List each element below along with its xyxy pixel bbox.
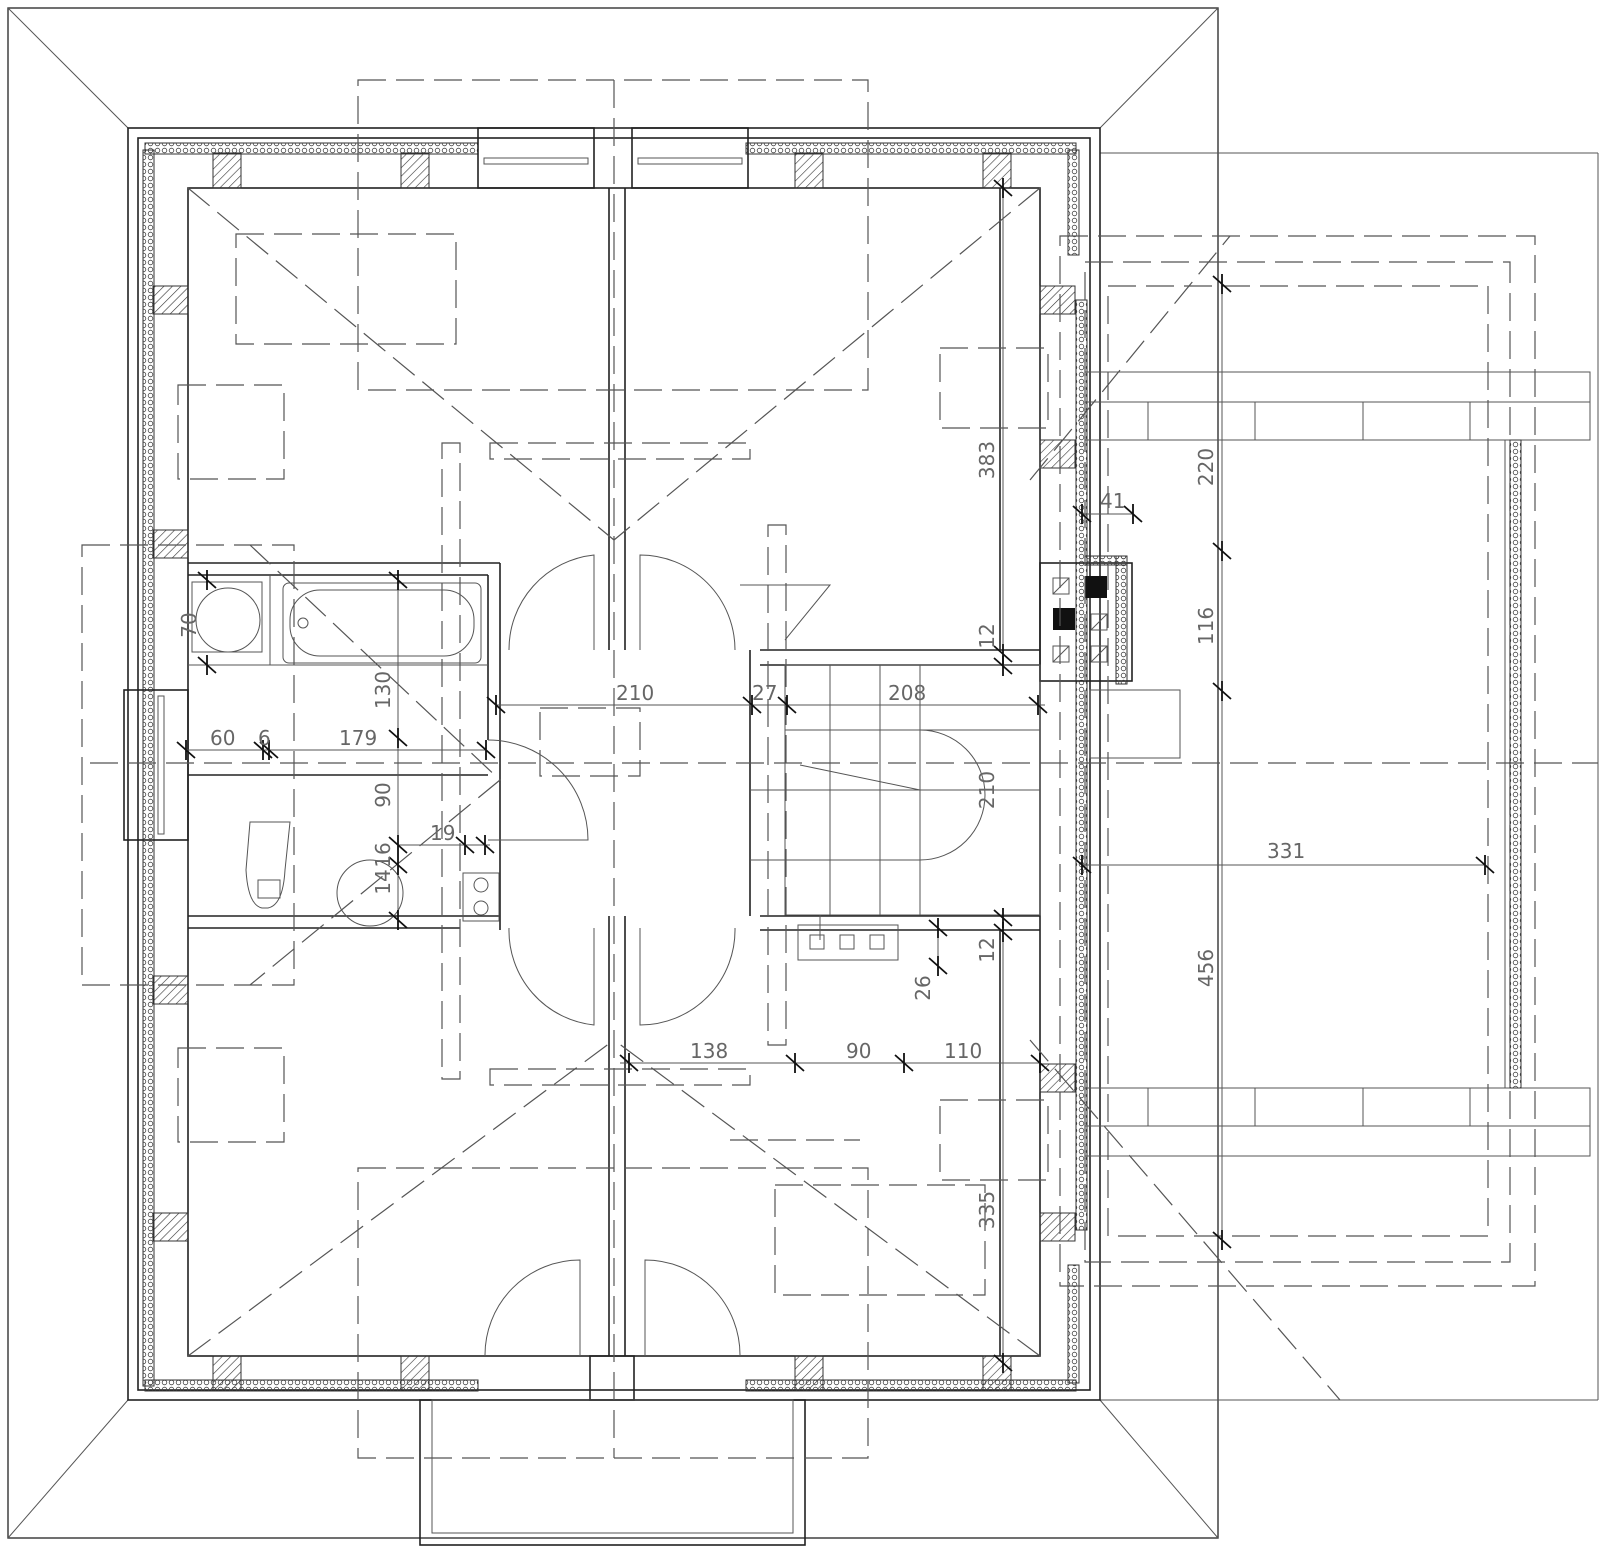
door-swings <box>484 554 741 1357</box>
interior-walls <box>188 188 1040 1356</box>
dim-12-top: 12 <box>975 623 999 648</box>
dim-138: 138 <box>690 1039 728 1063</box>
dim-210-vertical: 210 <box>975 771 999 809</box>
windows <box>123 127 749 1401</box>
dim-130: 130 <box>371 671 395 709</box>
dim-179: 179 <box>339 726 377 750</box>
dim-14: 14 <box>371 869 395 894</box>
dim-208: 208 <box>888 681 926 705</box>
dim-335: 335 <box>975 1191 999 1229</box>
dim-26: 26 <box>911 975 935 1000</box>
dimension-labels: 383 220 41 116 12 70 130 210 27 208 60 6… <box>177 441 1305 1229</box>
dim-210-horizontal: 210 <box>616 681 654 705</box>
dim-110: 110 <box>944 1039 982 1063</box>
dim-6: 6 <box>258 726 271 750</box>
dim-331: 331 <box>1267 839 1305 863</box>
dim-220: 220 <box>1194 448 1218 486</box>
roof-outline <box>7 7 1599 1539</box>
structural-posts <box>152 152 1076 1392</box>
dim-116: 116 <box>1194 607 1218 645</box>
terrace-deck <box>1084 371 1591 1157</box>
overhead-dashed-lines <box>81 79 1598 1459</box>
dimension-ticks <box>176 178 1495 1373</box>
dim-27: 27 <box>752 681 777 705</box>
dim-456: 456 <box>1194 949 1218 987</box>
dim-90-vertical: 90 <box>371 782 395 807</box>
dim-12-bottom: 12 <box>975 937 999 962</box>
dim-70: 70 <box>177 612 201 637</box>
outer-walls <box>127 127 1181 1401</box>
staircase <box>740 584 1041 961</box>
dim-383: 383 <box>975 441 999 479</box>
dim-60: 60 <box>210 726 235 750</box>
dim-90-horizontal: 90 <box>846 1039 871 1063</box>
dim-41: 41 <box>1100 489 1125 513</box>
dim-19: 19 <box>430 821 455 845</box>
balcony <box>419 1399 806 1546</box>
bathroom-fixtures <box>191 581 500 927</box>
dim-16: 16 <box>371 842 395 867</box>
